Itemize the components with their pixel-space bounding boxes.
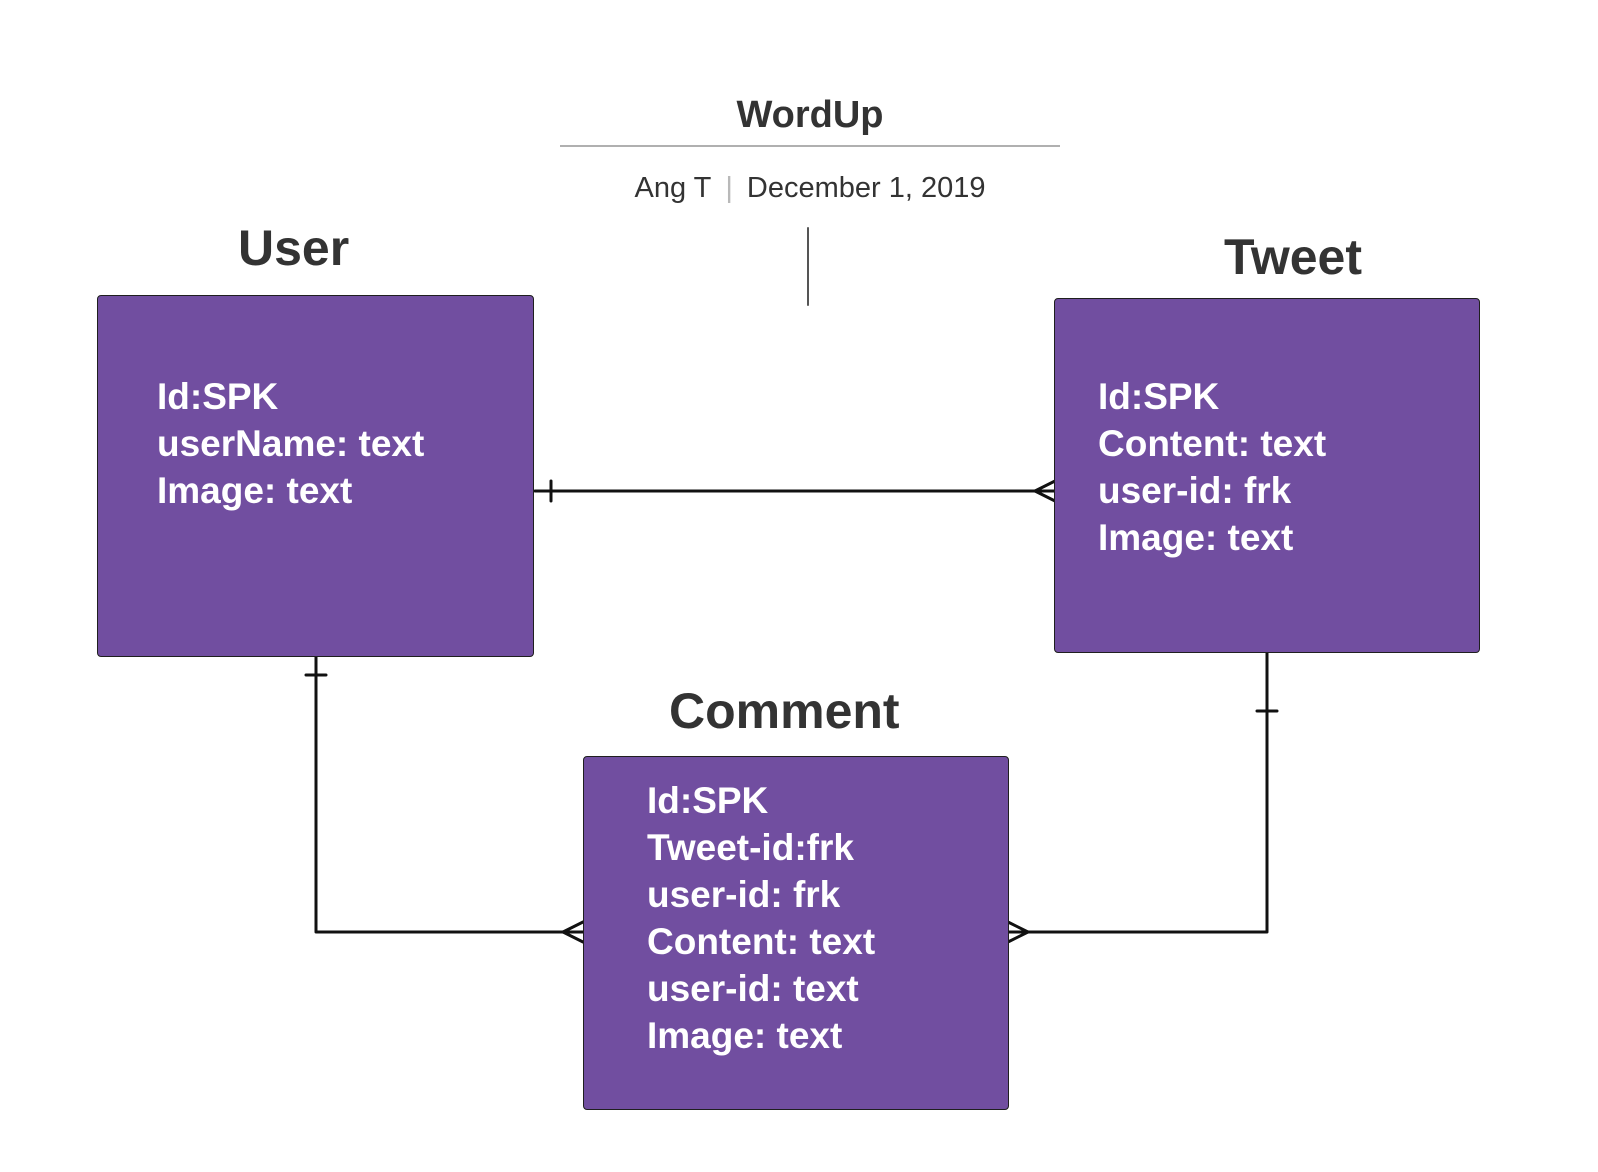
many-marker-upper: [1006, 920, 1030, 934]
many-marker-upper: [561, 920, 585, 934]
author-name: Ang T: [634, 172, 712, 204]
many-marker-lower: [561, 930, 585, 944]
tweet-field: user-id: frk: [1098, 470, 1292, 511]
comment-field-list: Id:SPK Tweet-id:frk user-id: frk Content…: [647, 777, 875, 1059]
tweet-field: Content: text: [1098, 423, 1327, 464]
comment-field: Image: text: [647, 1015, 843, 1056]
relationship-user-comment: [304, 655, 585, 944]
comment-entity-box[interactable]: Id:SPK Tweet-id:frk user-id: frk Content…: [583, 756, 1009, 1110]
comment-field: Content: text: [647, 921, 876, 962]
tweet-field: Id:SPK: [1098, 376, 1220, 417]
tweet-field-list: Id:SPK Content: text user-id: frk Image:…: [1098, 373, 1326, 561]
document-date: December 1, 2019: [746, 172, 986, 204]
comment-field: user-id: frk: [647, 874, 841, 915]
title-divider: [560, 145, 1060, 147]
document-meta: Ang T | December 1, 2019: [560, 168, 1060, 208]
tweet-entity-box[interactable]: Id:SPK Content: text user-id: frk Image:…: [1054, 298, 1480, 653]
user-field: userName: text: [157, 423, 425, 464]
connector-line: [1006, 651, 1269, 934]
relationship-user-tweet: [533, 479, 1057, 503]
comment-field: user-id: text: [647, 968, 859, 1009]
tweet-entity-label: Tweet: [1224, 229, 1362, 285]
many-marker-lower: [1006, 930, 1030, 944]
connector-line: [314, 655, 585, 934]
meta-separator: |: [725, 172, 733, 204]
diagram-title: WordUp: [736, 94, 884, 136]
user-entity-box[interactable]: Id:SPK userName: text Image: text: [97, 295, 534, 657]
comment-field: Tweet-id:frk: [647, 827, 854, 868]
comment-entity-label: Comment: [669, 683, 900, 739]
user-entity-label: User: [238, 220, 350, 276]
relationship-tweet-comment: [1006, 651, 1279, 944]
user-field: Image: text: [157, 470, 353, 511]
user-field-list: Id:SPK userName: text Image: text: [157, 373, 424, 514]
user-field: Id:SPK: [157, 376, 279, 417]
comment-field: Id:SPK: [647, 780, 769, 821]
tweet-field: Image: text: [1098, 517, 1294, 558]
many-marker-upper: [1033, 479, 1057, 493]
many-marker-lower: [1033, 489, 1057, 503]
